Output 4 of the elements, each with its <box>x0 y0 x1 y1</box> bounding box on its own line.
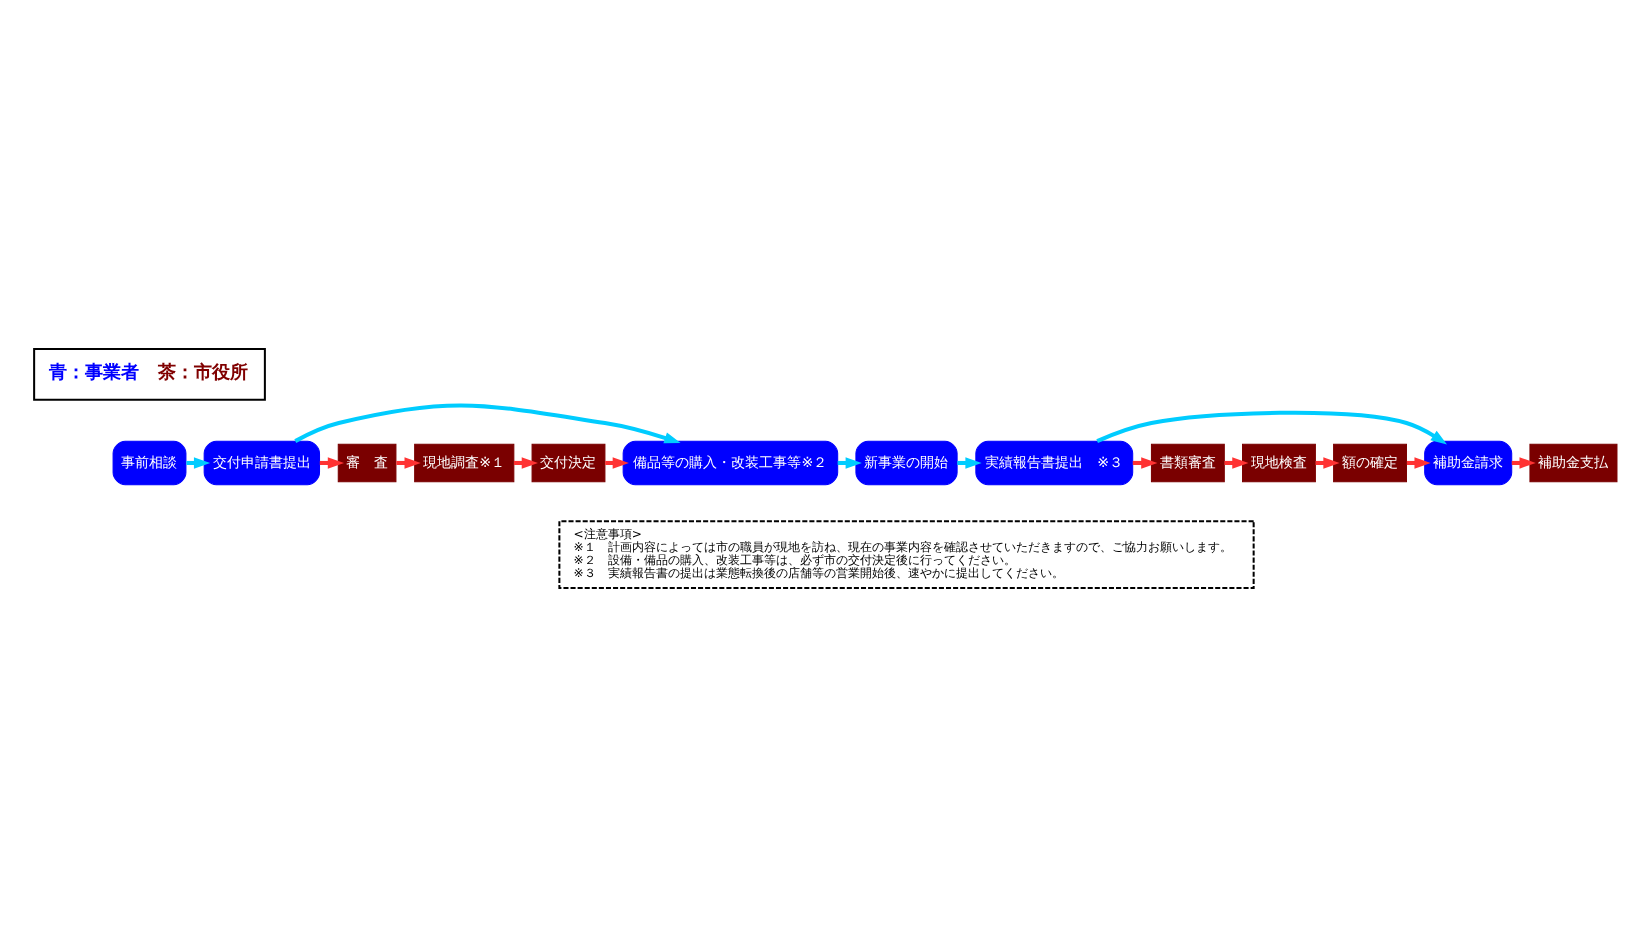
arrow <box>294 403 681 444</box>
legend-label: 茶：市役所 <box>157 363 248 384</box>
legend-label: 青：事業者 <box>49 363 140 384</box>
arrow <box>1096 410 1447 445</box>
